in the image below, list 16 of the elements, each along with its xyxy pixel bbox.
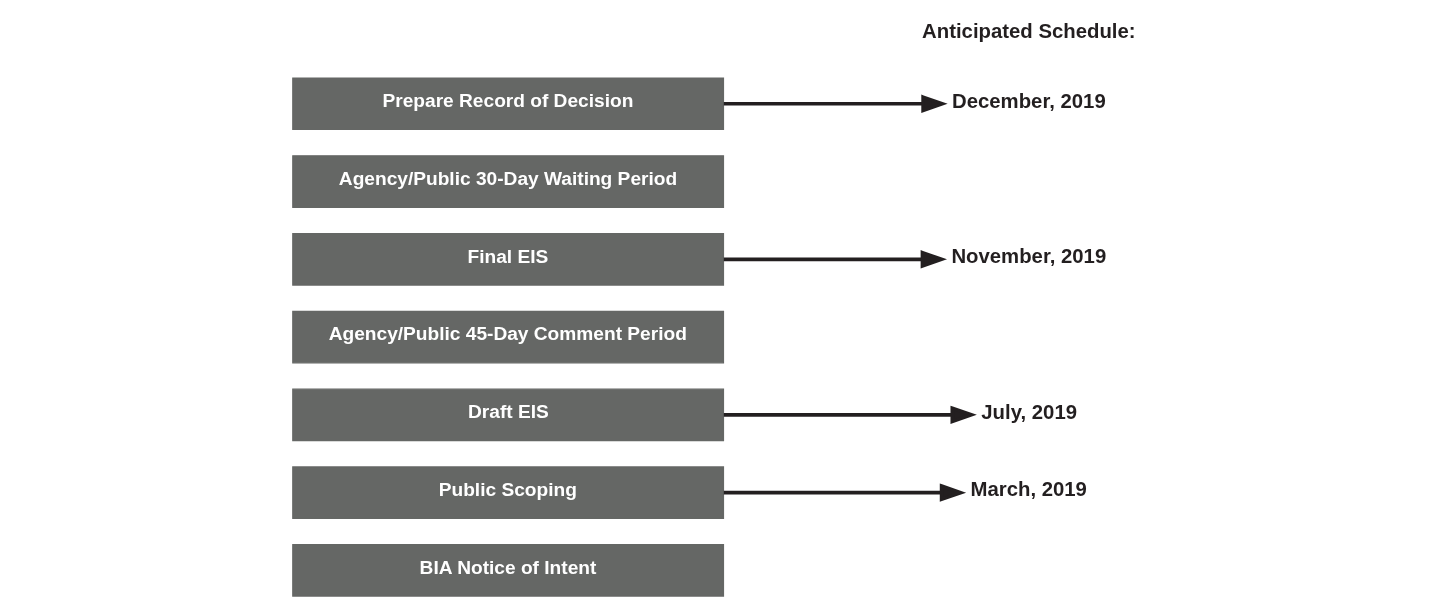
label: Anticipated Schedule: (921, 20, 1136, 43)
node-box: Public Scoping (291, 466, 724, 519)
node-box: Agency/Public 45-Day Comment Period (291, 310, 724, 364)
node-box: Prepare Record of Decision (291, 77, 724, 131)
node-box: Final EIS (291, 233, 724, 286)
node-text: March, 2019 (970, 478, 1087, 501)
node-box: Agency/Public 30-Day Waiting Period (291, 155, 724, 208)
arrow (723, 483, 966, 502)
node-box: Draft EIS (291, 388, 724, 442)
arrow (723, 94, 948, 114)
node-box: BIA Notice of Intent (291, 544, 724, 597)
arrow (723, 405, 977, 425)
node-text: December, 2019 (951, 89, 1106, 112)
node-text: November, 2019 (950, 245, 1106, 268)
node-text: July, 2019 (980, 400, 1077, 423)
arrow (723, 250, 947, 269)
